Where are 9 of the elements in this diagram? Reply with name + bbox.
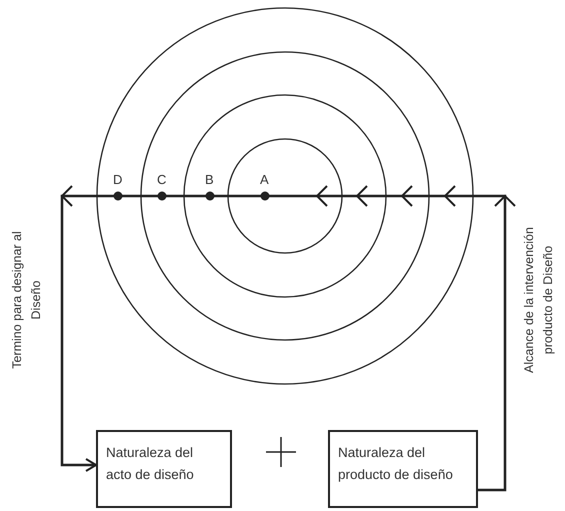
point-label: C xyxy=(157,172,166,187)
connector-arrow xyxy=(60,194,506,492)
side-caption: Alcance de la intervención producto de Diseño xyxy=(521,226,556,375)
point-label: A xyxy=(260,172,269,187)
side-caption: Termino para designar al Diseño xyxy=(9,230,44,371)
text-box: Naturaleza del acto de diseño xyxy=(96,430,232,508)
text-box: Naturaleza del producto de diseño xyxy=(328,430,478,508)
point-label: B xyxy=(205,172,214,187)
point-label: D xyxy=(113,172,122,187)
